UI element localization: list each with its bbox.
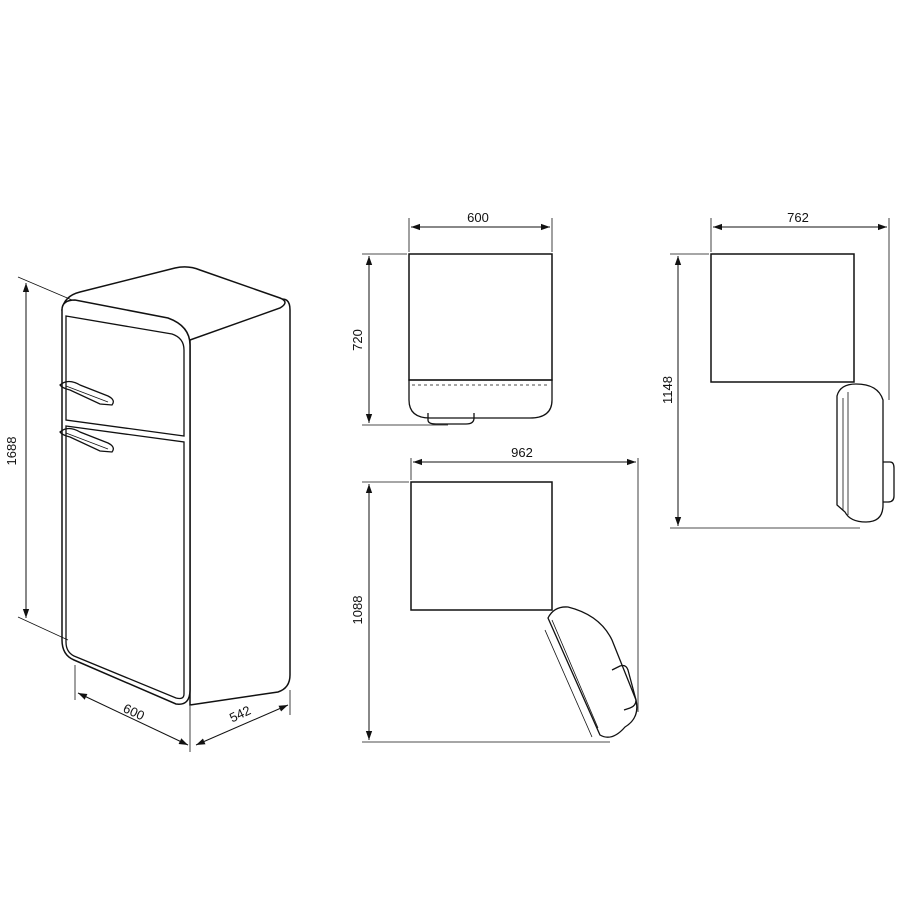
dim-top-depth-label: 720: [350, 329, 365, 351]
dim-height-label: 1688: [4, 437, 19, 466]
top-view-closed: 600 720: [350, 210, 553, 426]
dim-open-width-label: 962: [511, 445, 533, 460]
dim-90-width-label: 762: [787, 210, 809, 225]
dim-90-depth-label: 1148: [660, 376, 675, 404]
fridge-side-panel: [189, 298, 291, 706]
door-open-handle: [611, 664, 637, 711]
fridge-door-handle: [59, 427, 114, 453]
top-view-door-open: 962 1088: [350, 445, 639, 743]
door-closed-outline: [408, 379, 553, 419]
freezer-door-handle: [59, 380, 114, 406]
cabinet-90-outline: [710, 253, 855, 383]
cabinet-top-outline: [408, 253, 553, 381]
dim-width-label: 600: [121, 701, 147, 724]
freezer-door: [65, 315, 185, 437]
closed-door-handle: [427, 413, 475, 425]
door-90-handle: [883, 461, 895, 503]
dim-top-width-label: 600: [467, 210, 489, 225]
fridge-front-body: [61, 299, 191, 705]
fridge-isometric-view: 1688 600 542: [4, 266, 291, 752]
top-view-door-90: 762 1148: [660, 210, 895, 529]
door-90-outline: [836, 383, 884, 523]
door-open-outline: [547, 606, 638, 738]
dim-open-depth-label: 1088: [350, 596, 365, 625]
cabinet-open-outline: [410, 481, 553, 611]
